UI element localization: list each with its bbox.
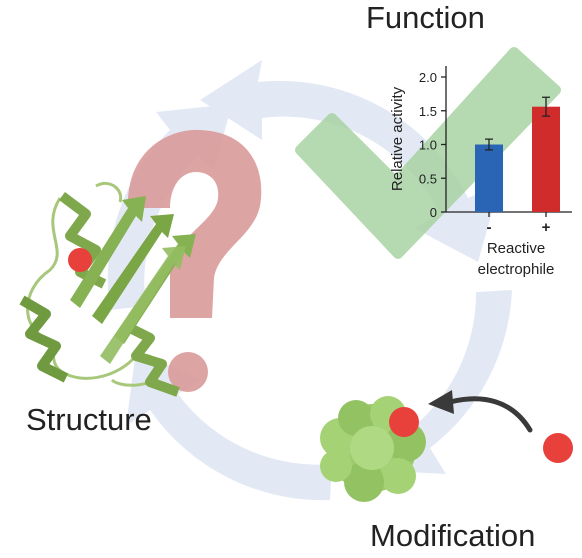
x-tick-label: - bbox=[487, 219, 492, 236]
electrophile-site-dot bbox=[68, 248, 92, 272]
x-tick-label: + bbox=[542, 219, 551, 236]
y-tick-label: 0 bbox=[430, 205, 437, 220]
curved-arrow-icon bbox=[428, 390, 533, 433]
function-label: Function bbox=[366, 0, 485, 35]
y-tick-label: 2.0 bbox=[419, 70, 437, 85]
protein-blob-icon bbox=[320, 396, 426, 502]
modification-label: Modification bbox=[370, 518, 536, 553]
electrophile-dot-icon bbox=[543, 433, 573, 463]
bar-plus bbox=[532, 106, 560, 212]
x-axis-label-line2: electrophile bbox=[478, 261, 555, 278]
check-mark-icon bbox=[295, 47, 561, 259]
question-mark-icon bbox=[127, 129, 262, 392]
structure-label: Structure bbox=[26, 402, 152, 437]
y-tick-label: 1.5 bbox=[419, 104, 437, 119]
error-bar bbox=[542, 96, 550, 117]
y-axis-label: Relative activity bbox=[389, 86, 406, 191]
y-tick-label: 0.5 bbox=[419, 171, 437, 186]
error-bar bbox=[485, 138, 493, 151]
activity-bar-chart: 0 0.5 1.0 1.5 2.0 - + Relative activity React… bbox=[389, 66, 572, 278]
bound-electrophile-dot bbox=[389, 407, 419, 437]
x-axis-label-line1: Reactive bbox=[487, 240, 545, 257]
y-tick-label: 1.0 bbox=[419, 138, 437, 153]
protein-ribbon-icon bbox=[19, 181, 196, 397]
bar-minus bbox=[475, 144, 503, 212]
